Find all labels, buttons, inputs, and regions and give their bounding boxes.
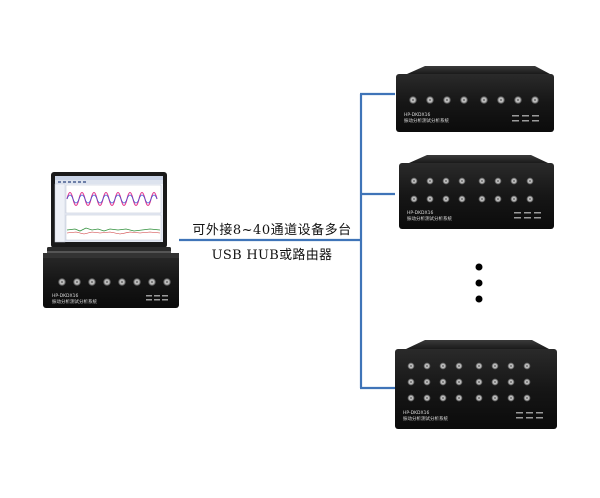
waveform-chart-upper [65, 184, 162, 214]
spectrum-chart-lower [65, 214, 162, 241]
connection-label-line-2: USB HUB或路由器 [211, 248, 333, 263]
base-device-connectors [58, 278, 171, 286]
remote-device-1-name: 振动分析测试分析系统 [404, 117, 449, 124]
remote-device-2-model: HP-DKDX16 [407, 210, 433, 216]
remote-device-3-connectors [407, 362, 531, 402]
remote-device-3-model: HP-DKDX16 [403, 410, 429, 416]
remote-device-2-connectors [410, 177, 534, 203]
connector-lines [179, 92, 395, 390]
remote-device-2-name: 振动分析测试分析系统 [407, 215, 452, 222]
remote-device-2: HP-DKDX16 振动分析测试分析系统 [399, 155, 554, 229]
base-device-name: 振动分析测试分析系统 [52, 298, 97, 305]
remote-device-1: HP-DKDX16 振动分析测试分析系统 [396, 66, 554, 132]
remote-device-3-name: 振动分析测试分析系统 [403, 415, 448, 422]
laptop [47, 172, 171, 253]
remote-device-3: HP-DKDX16 振动分析测试分析系统 [395, 340, 557, 429]
base-device: HP-DKDX16 振动分析测试分析系统 [43, 253, 179, 308]
ellipsis-dots [475, 263, 483, 303]
connection-label-line-1: 可外接8~40通道设备多台 [192, 223, 352, 238]
base-device-model: HP-DKDX16 [52, 293, 78, 299]
remote-device-1-connectors [409, 96, 539, 104]
remote-device-1-model: HP-DKDX16 [404, 112, 430, 118]
